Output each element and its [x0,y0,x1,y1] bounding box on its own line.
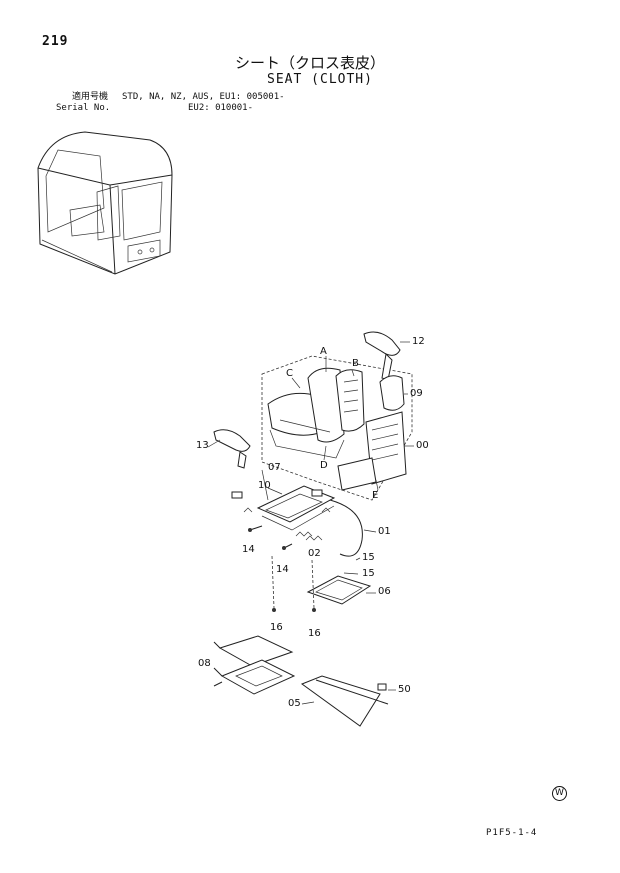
callout-16a: 16 [270,622,283,633]
callout-02: 02 [308,548,321,559]
callout-15b: 15 [362,568,375,579]
callout-05: 05 [288,698,301,709]
page-number: 219 [42,34,69,49]
callout-06: 06 [378,586,391,597]
figure-code: P1F5-1-4 [486,828,538,838]
headrest [379,375,405,411]
callout-07: 07 [268,462,281,473]
base-plate [306,575,372,605]
seat-slide-frame [231,485,336,531]
armrest-left [213,429,251,469]
applicability-label-jp: 適用号機 [72,92,109,102]
title-english: SEAT (CLOTH) [267,72,373,87]
callout-01: 01 [378,526,391,537]
callout-08: 08 [198,658,211,669]
seat-mount-set [213,635,296,695]
springs [243,507,331,541]
bolts [248,525,316,612]
title-japanese: シート（クロス表皮） [234,54,385,72]
callout-15a: 15 [362,552,375,563]
callout-50: 50 [398,684,411,695]
callout-14b: 14 [276,564,289,575]
cab-thumbnail [37,131,173,275]
control-cable [329,499,363,557]
armrest-right [363,331,401,381]
callout-14a: 14 [242,544,255,555]
callout-e: E [372,490,379,501]
serial-no-label: Serial No. [56,103,111,113]
applicability-models: STD, NA, NZ, AUS, EU1: 005001- [122,92,285,102]
control-lever [300,675,389,727]
seat-main [267,367,365,459]
callout-10: 10 [258,480,271,491]
seat-suspension [337,411,407,491]
callout-d: D [320,460,328,471]
watermark-w: W [552,786,567,801]
callout-12: 12 [412,336,425,347]
callout-13: 13 [196,440,209,451]
callout-b: B [352,358,359,369]
callout-16b: 16 [308,628,321,639]
leader-lines [207,341,414,705]
callout-09: 09 [410,388,423,399]
callout-a: A [320,346,327,357]
callout-c: C [286,368,293,379]
callout-00: 00 [416,440,429,451]
serial-no-eu2: EU2: 010001- [188,103,254,113]
